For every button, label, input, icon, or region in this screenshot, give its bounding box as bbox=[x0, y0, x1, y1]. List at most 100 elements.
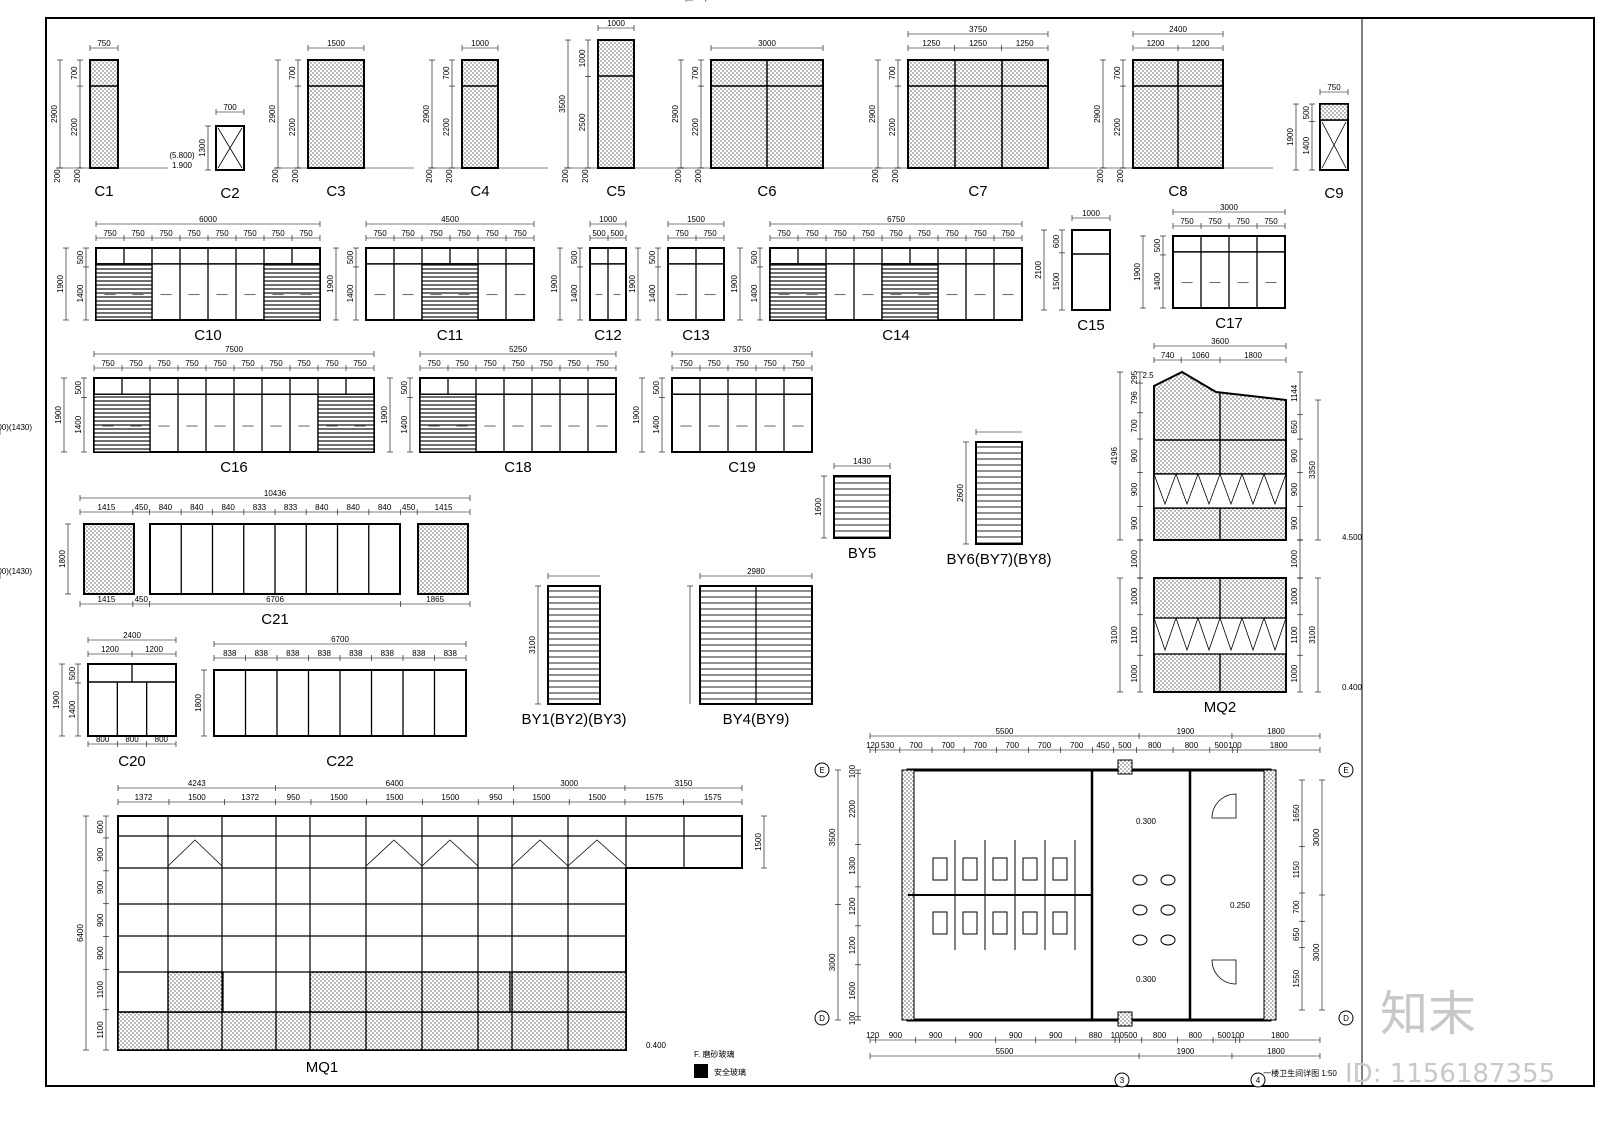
sill-label: 200 bbox=[694, 169, 703, 183]
dim-label: 2600 bbox=[956, 484, 965, 502]
dim-label: 750 bbox=[511, 359, 525, 368]
dim-label: 6700 bbox=[331, 635, 349, 644]
dim-label: 1200 bbox=[101, 645, 119, 654]
dim-label: 6400 bbox=[386, 779, 404, 788]
dim-label: 1800 bbox=[1270, 741, 1288, 750]
urinal-fixture bbox=[1160, 904, 1176, 916]
dim-label: 1200 bbox=[848, 936, 857, 954]
dim-label: 833 bbox=[253, 503, 267, 512]
dim-label: 3000 bbox=[560, 779, 578, 788]
dim-label: 2200 bbox=[442, 118, 451, 136]
dim-label: 4500 bbox=[441, 215, 459, 224]
dim-label: 1430 bbox=[853, 457, 871, 466]
dim-label: 1900 bbox=[628, 275, 637, 293]
axis-label: 4 bbox=[1256, 1076, 1261, 1085]
dim-label: 530 bbox=[881, 741, 895, 750]
dim-label: 750 bbox=[513, 229, 527, 238]
dim-label: 1800 bbox=[1267, 1047, 1285, 1056]
dim-label: 1900 bbox=[326, 275, 335, 293]
dim-label: 700 bbox=[223, 103, 237, 112]
slope-label: 2.5 bbox=[1142, 371, 1154, 380]
column bbox=[1117, 759, 1133, 775]
urinal-fixture bbox=[1160, 934, 1176, 946]
dim-label: 1500 bbox=[327, 39, 345, 48]
dim-label: 1800 bbox=[1271, 1031, 1289, 1040]
window-label: C8 bbox=[1168, 183, 1187, 200]
dim-label: 1400 bbox=[652, 415, 661, 433]
window-label: C3 bbox=[326, 183, 345, 200]
dim-label: 800 bbox=[125, 735, 139, 744]
dim-label: 500 bbox=[76, 250, 85, 264]
dim-label: 2100 bbox=[1034, 261, 1043, 279]
dim-label: 120 bbox=[866, 741, 880, 750]
dim-label: 750 bbox=[157, 359, 171, 368]
dim-label: 750 bbox=[805, 229, 819, 238]
dim-label: 3100(2600) bbox=[667, 0, 708, 2]
dim-label: 750 bbox=[973, 229, 987, 238]
dim-label: 1500 bbox=[330, 793, 348, 802]
sill-label: 200 bbox=[891, 169, 900, 183]
louver-by4: 29803100(2600)BY4(BY9) bbox=[667, 0, 813, 728]
opening-swing bbox=[1153, 617, 1177, 652]
dim-label: 750 bbox=[735, 359, 749, 368]
dim-label: 750 bbox=[539, 359, 553, 368]
dim-label: 1650 bbox=[1292, 804, 1301, 822]
dim-label: 838 bbox=[255, 649, 269, 658]
dim-label: 700 bbox=[909, 741, 923, 750]
dim-label: 700 bbox=[691, 66, 700, 80]
dim-label: 3000 bbox=[758, 39, 776, 48]
pane bbox=[1319, 103, 1349, 121]
dim-label: 750 bbox=[429, 229, 443, 238]
dim-label: 1575 bbox=[645, 793, 663, 802]
louver-pane bbox=[93, 393, 151, 453]
dim-label: 2400 bbox=[1169, 25, 1187, 34]
dim-label: 838 bbox=[412, 649, 426, 658]
window-frame bbox=[1071, 229, 1111, 311]
dim-label: 750 bbox=[297, 359, 311, 368]
dim-label: 1000 bbox=[471, 39, 489, 48]
axis-bubble bbox=[1114, 1072, 1130, 1088]
dim-label: 3100 bbox=[1308, 626, 1317, 644]
dim-label: 1500 bbox=[386, 793, 404, 802]
door-swing bbox=[1211, 793, 1237, 819]
dim-label: 5250 bbox=[509, 345, 527, 354]
dim-label: 1415 bbox=[98, 595, 116, 604]
dim-label: 650 bbox=[1292, 927, 1301, 941]
dim-label: 900 bbox=[96, 880, 105, 894]
opening-swing bbox=[1219, 473, 1243, 506]
louver-pane bbox=[769, 263, 827, 321]
dim-label: 750 bbox=[777, 229, 791, 238]
mq2-open-band bbox=[1153, 617, 1287, 655]
dim-label: 1060 bbox=[1192, 351, 1210, 360]
dim-label: 750 bbox=[271, 229, 285, 238]
window-frame bbox=[671, 377, 813, 453]
dim-label: 500 bbox=[1124, 1031, 1138, 1040]
level-label: 0.250 bbox=[1230, 901, 1251, 910]
opening-swing bbox=[1263, 617, 1287, 652]
dim-label: 1900 bbox=[1286, 128, 1295, 146]
dim-label: 1250 bbox=[922, 39, 940, 48]
dim-label: 750 bbox=[917, 229, 931, 238]
mq1-spandrel bbox=[309, 971, 511, 1013]
dim-label: 2200 bbox=[1113, 118, 1122, 136]
dim-label: 500 bbox=[1218, 1031, 1232, 1040]
dim-label: 1400 bbox=[346, 284, 355, 302]
dim-label: 1000 bbox=[1130, 664, 1139, 682]
dim-label: 900 bbox=[1290, 482, 1299, 496]
dim-label: 1500 bbox=[588, 793, 606, 802]
dim-label: 1260(1300)(1430) bbox=[0, 567, 32, 576]
dim-label: 900 bbox=[96, 913, 105, 927]
dim-label: 750 bbox=[791, 359, 805, 368]
louver-frame bbox=[975, 441, 1023, 545]
dim-label: 1415 bbox=[435, 503, 453, 512]
dim-label: 840 bbox=[378, 503, 392, 512]
dim-label: 2980 bbox=[747, 567, 765, 576]
dim-label: 700 bbox=[974, 741, 988, 750]
dim-label: 750 bbox=[97, 39, 111, 48]
sill-label: 200 bbox=[445, 169, 454, 183]
dim-label: 750 bbox=[427, 359, 441, 368]
dim-label: 1000 bbox=[1290, 587, 1299, 605]
